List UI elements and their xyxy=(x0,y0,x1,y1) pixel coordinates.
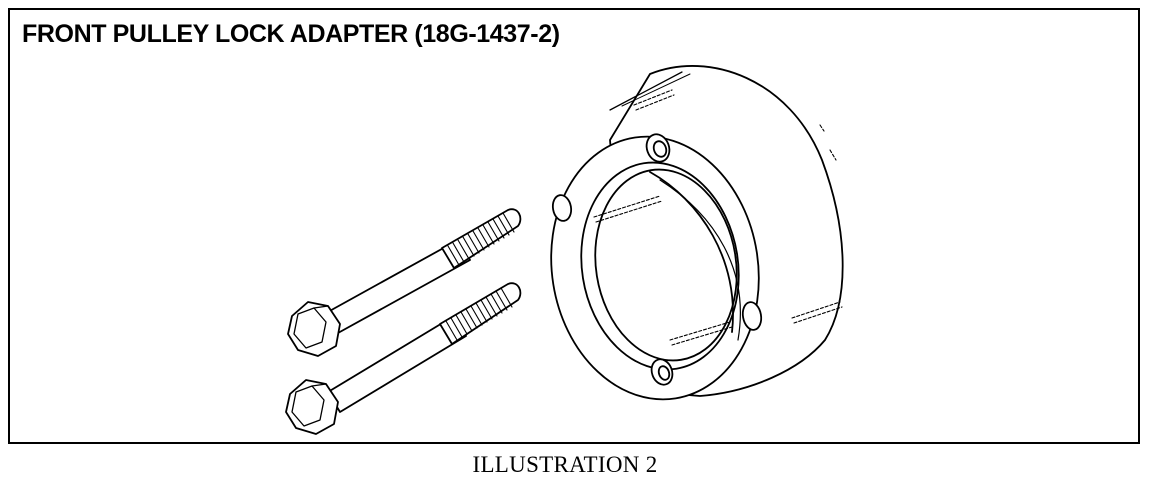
ring-hidden-lines xyxy=(593,89,843,346)
adapter-drawing xyxy=(285,65,844,435)
bolt-lower-head-edge xyxy=(311,383,327,387)
ring-hole-top-inner xyxy=(652,140,668,158)
ring-hole-bottom-inner xyxy=(657,365,671,381)
ring-icon xyxy=(550,65,844,401)
figure-title: FRONT PULLEY LOCK ADAPTER (18G-1437-2) xyxy=(22,20,560,48)
bolt-upper-head-edge xyxy=(313,305,329,309)
hex-bolt-icon xyxy=(287,208,522,357)
ring-bore-inner-wall xyxy=(659,179,741,341)
bolt-lower-head xyxy=(285,379,339,435)
bolt-lower-thread-lines xyxy=(445,287,513,341)
ring-top-edge xyxy=(609,71,683,111)
hex-bolt-icon xyxy=(285,282,522,435)
ring-bore-back-edge xyxy=(649,171,734,333)
ring-hole-left xyxy=(551,194,573,222)
bolt-upper-thread xyxy=(441,208,522,269)
ring-hole-right xyxy=(741,301,763,331)
bolt-lower-thread xyxy=(439,282,522,345)
illustration-frame: FRONT PULLEY LOCK ADAPTER (18G-1437-2) xyxy=(8,8,1140,444)
bolt-upper-thread-lines xyxy=(447,212,515,266)
ring-top-edge-2 xyxy=(621,73,691,107)
figure-caption: ILLUSTRATION 2 xyxy=(472,452,658,477)
